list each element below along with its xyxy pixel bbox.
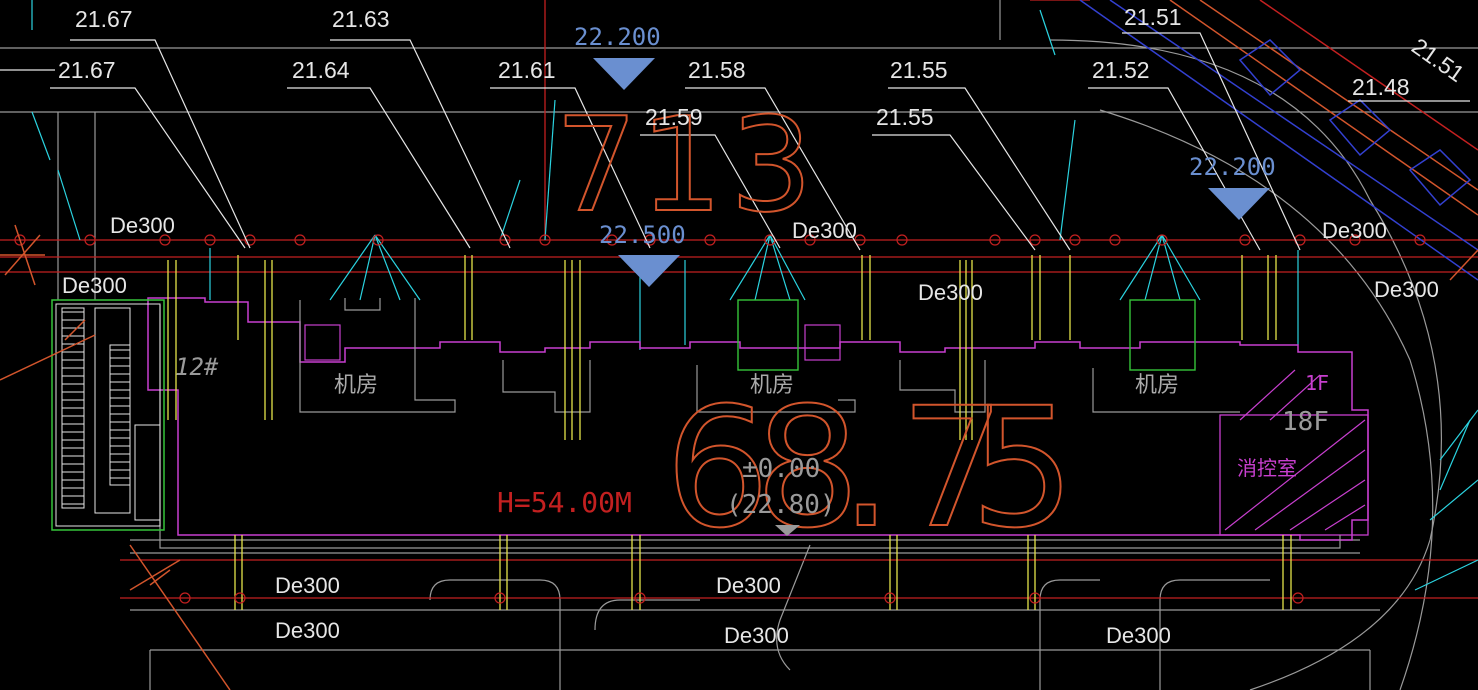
- grid-node: [1069, 234, 1081, 246]
- floor-low-label: 1F: [1305, 371, 1329, 395]
- elevation-label: 21.51: [1124, 4, 1182, 30]
- grid-node: [294, 234, 306, 246]
- grid-node: [244, 234, 256, 246]
- grid-node: [704, 234, 716, 246]
- grid-node: [804, 234, 816, 246]
- grid-node: [1239, 234, 1251, 246]
- elevation-label: 21.63: [332, 6, 390, 32]
- floor-high-label: 18F: [1282, 407, 1329, 437]
- large-digit-dot: .: [840, 372, 892, 564]
- grid-node: [494, 592, 506, 604]
- elevation-label: 21.51: [1407, 33, 1469, 87]
- grid-node: [499, 234, 511, 246]
- upper-digit-3: 3: [730, 89, 813, 241]
- elevation-label: 21.48: [1352, 74, 1410, 100]
- zero-level-label: ±0.00: [742, 454, 820, 484]
- orange-large-annotation: 6 8 . 7 5 7 1 3: [554, 88, 1076, 565]
- elevation-leaders: [0, 32, 1470, 251]
- grid-node: [854, 234, 866, 246]
- elevation-triangle-2: [618, 255, 680, 287]
- large-digit-8: 8: [755, 372, 860, 564]
- yellow-vertical-pipes: [167, 255, 1292, 610]
- grid-node: [989, 234, 1001, 246]
- design-elevation: 22.500: [599, 221, 686, 249]
- pipe-label: De300: [716, 573, 781, 598]
- room-label: 机房: [750, 373, 794, 398]
- orange-strokes: [0, 224, 1478, 690]
- grid-node: [159, 234, 171, 246]
- upper-digit-1: 1: [640, 89, 723, 241]
- pipe-label: De300: [110, 213, 175, 238]
- grid-node: [1029, 234, 1041, 246]
- building-outline: [51, 297, 1369, 549]
- pipe-label: De300: [275, 573, 340, 598]
- pipe-label: De300: [792, 218, 857, 243]
- pipe-label: De300: [62, 273, 127, 298]
- grid-node: [84, 234, 96, 246]
- design-elevation: 22.200: [1189, 153, 1276, 181]
- stair-treads: [62, 311, 130, 505]
- grid-node: [234, 592, 246, 604]
- elevation-label: 21.67: [58, 57, 116, 83]
- pipe-label: De300: [918, 280, 983, 305]
- grid-node: [1156, 234, 1168, 246]
- grid-node: [1292, 592, 1304, 604]
- pipe-label: De300: [275, 618, 340, 643]
- grid-node: [372, 234, 384, 246]
- level-triangle: [775, 525, 800, 536]
- building-height-label: H=54.00M: [497, 486, 632, 519]
- grid-node: [884, 592, 896, 604]
- elevation-triangle-3: [1208, 188, 1270, 220]
- pipe-label: De300: [1106, 623, 1171, 648]
- grid-node: [1029, 592, 1041, 604]
- absolute-level-label: (22.80): [726, 490, 836, 520]
- elevation-label: 21.59: [645, 104, 703, 130]
- elevation-markers: [593, 58, 1270, 536]
- elevation-label: 21.64: [292, 57, 350, 83]
- elevation-label: 21.61: [498, 57, 556, 83]
- diagonal-road-lines: [1079, 0, 1478, 281]
- large-digit-6: 6: [665, 372, 770, 564]
- grid-node: [644, 234, 656, 246]
- grid-node: [606, 234, 618, 246]
- grid-node: [204, 234, 216, 246]
- room-label: 机房: [334, 373, 378, 398]
- pipe-label: De300: [1374, 277, 1439, 302]
- grid-node: [634, 592, 646, 604]
- grid-node: [179, 592, 191, 604]
- cyan-lines: [31, 0, 1478, 591]
- design-elevation: 22.200: [574, 23, 661, 51]
- elevation-label: 21.52: [1092, 57, 1150, 83]
- elevation-triangle-1: [593, 58, 655, 90]
- elevation-label: 21.55: [876, 104, 934, 130]
- grid-node: [1109, 234, 1121, 246]
- elevation-label: 21.58: [688, 57, 746, 83]
- grid-node: [1414, 234, 1426, 246]
- pipe-label: De300: [724, 623, 789, 648]
- grid-node: [896, 234, 908, 246]
- fire-control-room-label: 消控室: [1237, 456, 1297, 480]
- room-label: 机房: [1135, 373, 1179, 398]
- grid-node: [539, 234, 551, 246]
- large-digit-7: 7: [900, 372, 1005, 564]
- upper-digit-7: 7: [555, 89, 638, 241]
- pipe-label: De300: [1322, 218, 1387, 243]
- large-digit-5: 5: [970, 372, 1075, 564]
- elevation-label: 21.67: [75, 6, 133, 32]
- grid-node: [14, 234, 26, 246]
- elevation-label: 21.55: [890, 57, 948, 83]
- building-number: 12#: [175, 353, 219, 381]
- grid-node: [1349, 234, 1361, 246]
